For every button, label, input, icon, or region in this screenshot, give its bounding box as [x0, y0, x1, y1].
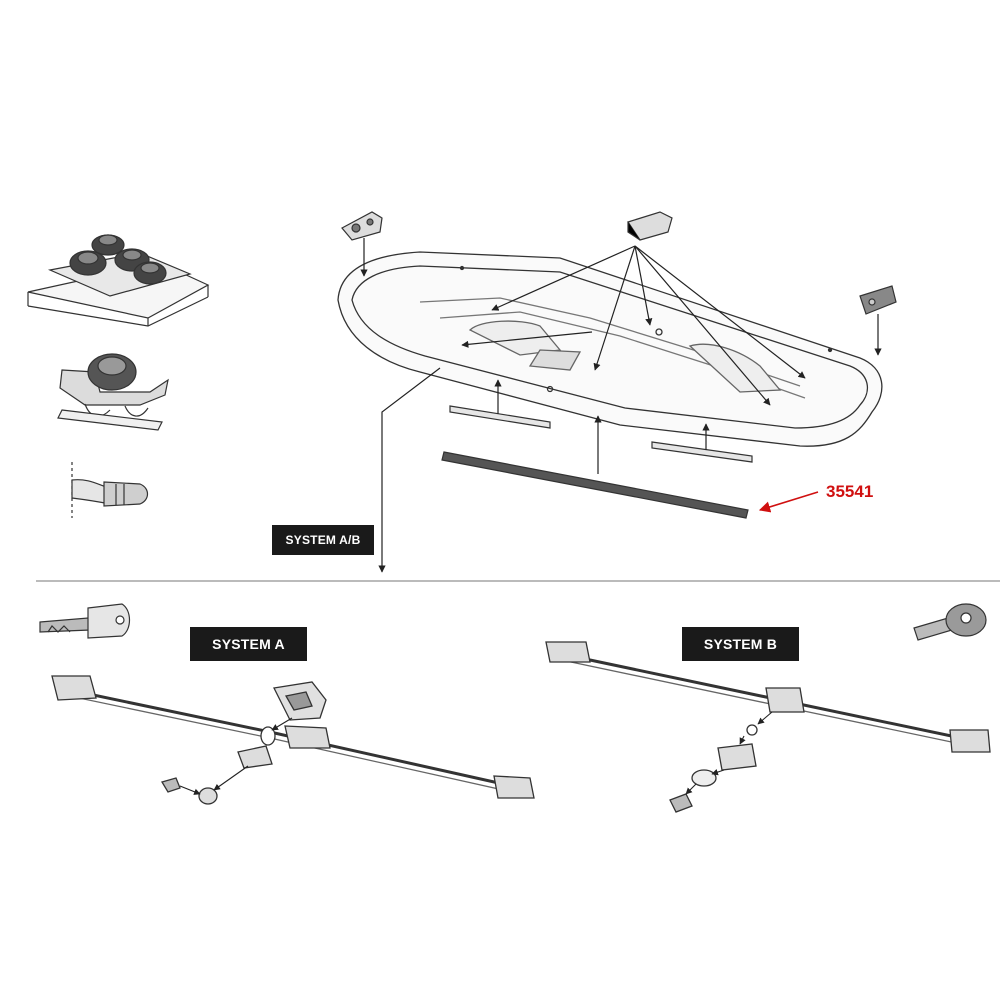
- part-number-callout: 35541: [826, 482, 874, 501]
- system-a-key: [39, 603, 131, 639]
- strap-buckle: [71, 462, 149, 518]
- hinge-bracket-left: [341, 211, 383, 241]
- mount-clamp: [57, 353, 169, 431]
- system-b-label: SYSTEM B: [682, 627, 799, 661]
- system-a-arrows: [179, 717, 293, 795]
- system-b-lock-rod: [545, 641, 991, 813]
- system-a-lock-rod: [51, 675, 535, 805]
- system-b-arrows: [685, 711, 773, 795]
- assembly-arrows: [360, 238, 882, 573]
- system-a-label: SYSTEM A: [190, 627, 307, 661]
- system-ab-label: SYSTEM A/B: [272, 525, 374, 555]
- part-callout-arrow: [758, 491, 819, 513]
- system-b-key: [913, 603, 987, 641]
- rail-strips: [441, 405, 753, 519]
- roof-box-base: [337, 251, 883, 447]
- quick-mount-plate: [27, 234, 210, 327]
- lock-bracket-center: [627, 211, 673, 241]
- hinge-bracket-right: [859, 285, 897, 315]
